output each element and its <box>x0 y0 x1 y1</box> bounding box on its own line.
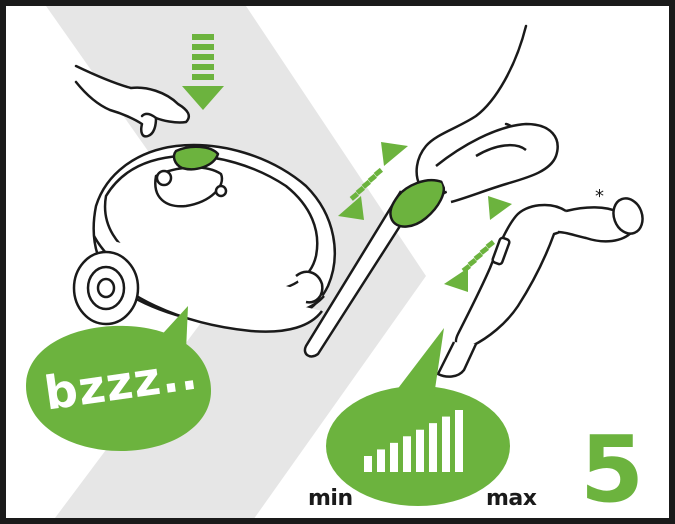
step-number: 5 <box>580 424 644 516</box>
power-bar <box>416 430 424 472</box>
power-max-label: max <box>486 486 536 511</box>
power-bar <box>429 423 437 472</box>
illustration-canvas <box>6 6 675 524</box>
power-bar <box>390 443 398 472</box>
power-bar <box>364 456 372 472</box>
power-bar <box>455 410 463 472</box>
power-bar <box>442 417 450 472</box>
hose-handle-icon <box>438 194 647 376</box>
footnote-marker: * <box>595 186 604 207</box>
power-bar <box>377 449 385 472</box>
power-bar <box>403 436 411 472</box>
power-min-label: min <box>308 486 353 511</box>
